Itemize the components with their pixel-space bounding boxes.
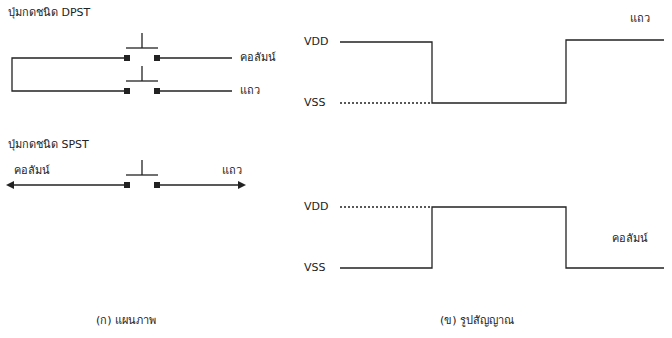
signal-level: VSS <box>304 96 326 109</box>
signal-level: VDD <box>304 200 328 213</box>
figure-caption: (ข) รูปสัญญาณ <box>440 314 514 327</box>
wire-name: แถว <box>240 84 260 97</box>
tie-wire <box>12 58 124 91</box>
arrow-head <box>238 181 246 189</box>
dpst-switch-row <box>126 66 232 91</box>
row-waveform <box>340 40 664 103</box>
wire-name: คอลัมน์ <box>240 51 276 64</box>
switch-type-heading: ปุ่มกดชนิด SPST <box>8 138 89 151</box>
arrow-head <box>6 181 14 189</box>
switch-type-heading: ปุ่มกดชนิด DPST <box>8 6 90 19</box>
wire-name: คอลัมน์ <box>14 164 50 177</box>
signal-level: VDD <box>304 35 328 48</box>
spst-switch <box>12 160 240 185</box>
signal-level: VSS <box>304 261 326 274</box>
dpst-switch-column <box>126 33 232 58</box>
signal-name: คอลัมน์ <box>612 232 648 245</box>
column-waveform <box>340 207 664 268</box>
figure-caption: (ก) แผนภาพ <box>96 314 156 327</box>
signal-name: แถว <box>630 12 650 25</box>
wire-name: แถว <box>222 164 242 177</box>
